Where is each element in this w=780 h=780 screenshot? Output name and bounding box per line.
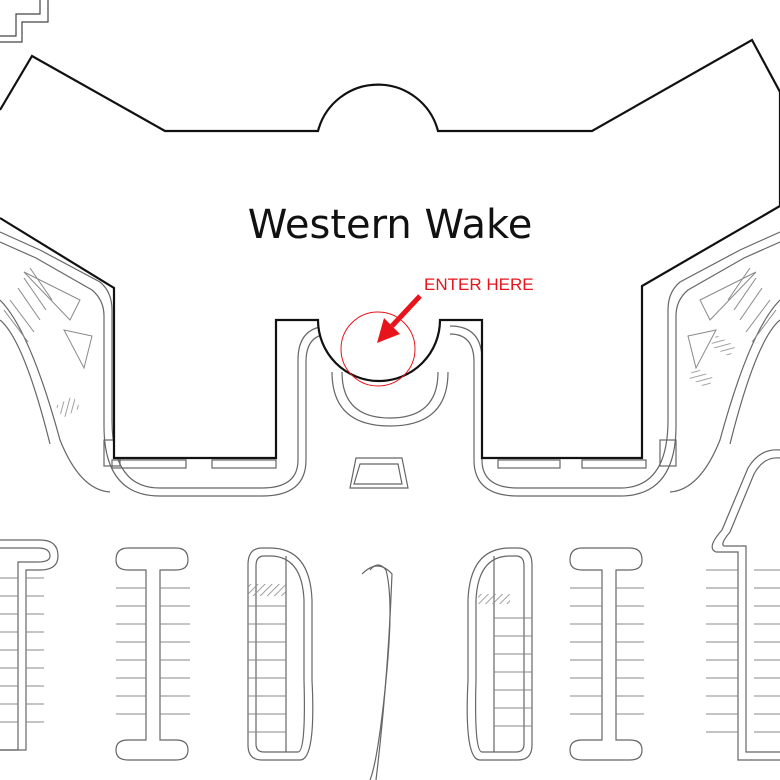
wing-parking bbox=[3, 267, 777, 370]
building-name-label: Western Wake bbox=[247, 202, 533, 248]
hatch-stall-right bbox=[478, 594, 510, 604]
parking-lot bbox=[0, 449, 780, 780]
hatch-area-right-1 bbox=[710, 335, 736, 357]
adjacent-structure bbox=[0, 0, 49, 43]
entrance-circle bbox=[340, 311, 416, 387]
hatch-area-right-2 bbox=[688, 367, 714, 389]
entrance-arrow-shaft bbox=[390, 294, 422, 328]
entrance-label[interactable]: ENTER HERE bbox=[424, 275, 534, 294]
hatch-stall-left bbox=[248, 584, 286, 596]
building-outline bbox=[0, 38, 780, 460]
entrance-marker[interactable] bbox=[340, 294, 422, 387]
parking-stalls bbox=[0, 569, 780, 733]
entrance-arrow-head-icon bbox=[377, 318, 400, 343]
hatch-area-left bbox=[55, 395, 81, 419]
